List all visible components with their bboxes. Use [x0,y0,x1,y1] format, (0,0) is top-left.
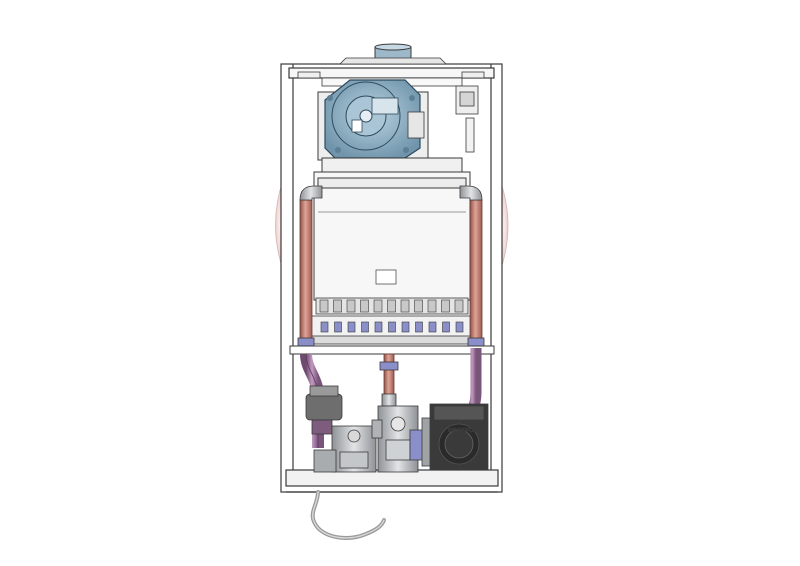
burner-nozzle [388,321,396,333]
burner-nozzle [455,321,464,333]
burner-nozzle [415,321,423,333]
pump-brand-label: GRUNDFOS [448,428,477,434]
burner-injectors [319,299,464,333]
flow-return-pipes [297,185,485,349]
combustion-chamber [313,157,471,301]
burner-nozzle [442,321,450,333]
gas-valve [371,405,427,473]
burner-injector [441,299,450,313]
burner-nozzle [428,321,437,333]
return-valve [305,385,343,435]
hydraulic-group [313,425,377,473]
mid-chassis [289,345,495,355]
burner-injector [454,299,464,313]
burner-nozzle [361,321,369,333]
flue-outlet [339,43,447,65]
fan-blower [317,79,429,161]
burner-injector [333,299,342,313]
burner-injector [373,299,383,313]
burner-injector [427,299,437,313]
burner-nozzle [374,321,383,333]
burner-nozzle [401,321,410,333]
circulation-pump: GRUNDFOS [421,403,489,471]
burner-injector [319,299,329,313]
burner-nozzle [320,321,329,333]
pressure-switch [455,85,479,153]
burner-injector [414,299,423,313]
burner-nozzle [334,321,342,333]
burner-nozzle [347,321,356,333]
burner-injector [360,299,369,313]
burner-injector [346,299,356,313]
burner-injector [400,299,410,313]
burner-injector [387,299,396,313]
